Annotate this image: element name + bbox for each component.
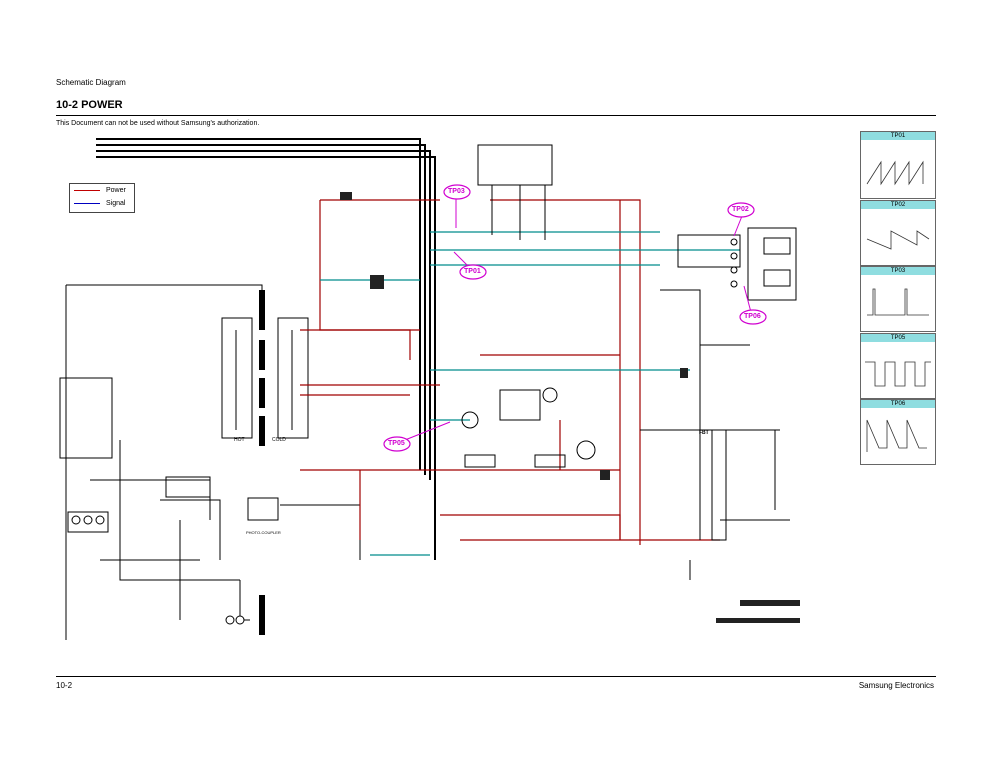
authorization-notice: This Document can not be used without Sa… <box>56 120 260 127</box>
top-bus-wires <box>96 138 436 560</box>
legend-label-power: Power <box>106 187 126 194</box>
connector-terminals <box>71 238 738 625</box>
waveform-label: TP01 <box>861 132 935 140</box>
test-point-tp02: TP02 <box>732 206 749 213</box>
isolation-barrier <box>259 290 265 635</box>
cold-side-label: COLD <box>272 437 286 443</box>
test-point-tp06: TP06 <box>744 313 761 320</box>
photo-coupler-label: PHOTO-COUPLER <box>246 530 281 535</box>
section-heading: Schematic Diagram <box>56 78 126 87</box>
hot-side-label: HOT <box>234 437 245 443</box>
waveform-tp03: TP03 <box>860 266 936 332</box>
left-circuit-block <box>59 284 400 640</box>
signal-line-swatch <box>74 203 100 204</box>
test-point-tp05: TP05 <box>388 440 405 447</box>
footer-rule <box>56 676 936 677</box>
waveform-trace <box>866 160 924 186</box>
power-line-swatch <box>74 190 100 191</box>
fbt-label: FBT <box>699 430 709 436</box>
transformer-region <box>221 317 309 439</box>
component-markers <box>340 192 800 623</box>
legend-label-signal: Signal <box>106 200 126 207</box>
waveform-label: TP02 <box>861 201 935 209</box>
waveform-trace <box>867 288 929 316</box>
right-circuit-block <box>461 144 797 580</box>
power-traces <box>300 199 720 545</box>
waveform-label: TP03 <box>861 267 935 275</box>
waveform-trace <box>866 230 930 250</box>
header-rule <box>56 115 936 116</box>
waveform-tp01: TP01 <box>860 131 936 199</box>
legend-item-signal: Signal <box>74 200 125 207</box>
legend: Power Signal <box>69 183 135 213</box>
waveform-label: TP06 <box>861 400 935 408</box>
page-number: 10-2 <box>56 681 73 690</box>
waveform-tp02: TP02 <box>860 200 936 266</box>
waveform-trace <box>866 419 927 452</box>
waveform-tp05: TP05 <box>860 333 936 399</box>
waveform-trace <box>865 361 931 387</box>
waveform-label: TP05 <box>861 334 935 342</box>
test-point-ellipses <box>383 184 767 452</box>
legend-item-power: Power <box>74 187 126 194</box>
test-point-tp01: TP01 <box>464 268 481 275</box>
test-point-tp03: TP03 <box>448 188 465 195</box>
waveform-tp06: TP06 <box>860 399 936 465</box>
page-title: 10-2 POWER <box>56 99 123 111</box>
company-name: Samsung Electronics <box>858 681 934 690</box>
